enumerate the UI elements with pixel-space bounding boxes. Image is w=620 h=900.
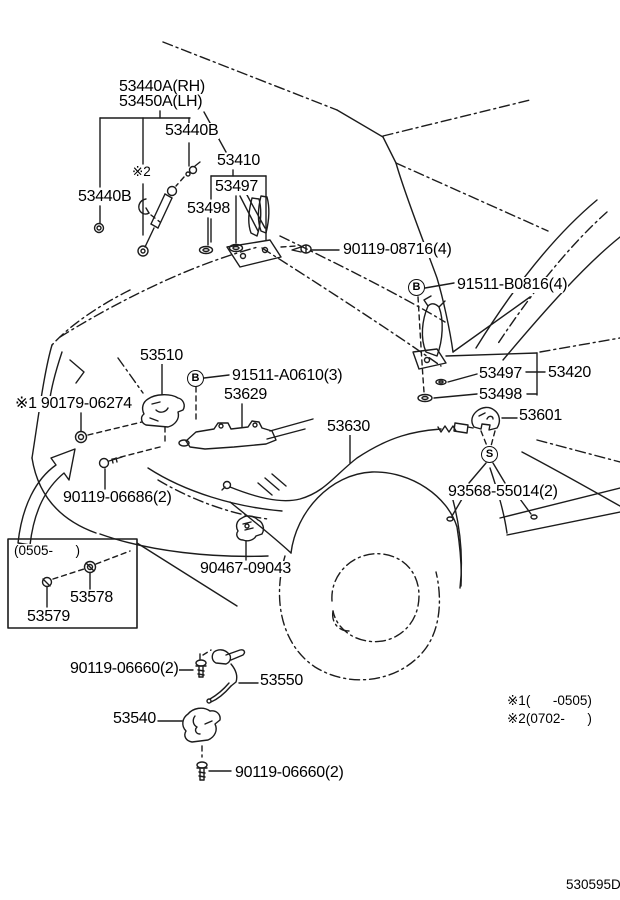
part-label-53440b-center: 53440B <box>164 122 220 139</box>
part-label-90179-06274: ※1 90179-06274 <box>14 395 133 412</box>
front-hinge-group <box>200 170 340 267</box>
part-label-53450a-lh: 53450A(LH) <box>118 93 204 110</box>
hood-lock-group <box>158 650 258 780</box>
windshield-outline <box>163 42 620 360</box>
part-label-53440b-left: 53440B <box>77 188 133 205</box>
part-label-91511-a0610: 91511-A0610(3) <box>231 367 344 384</box>
drawing-code: 530595D <box>565 877 620 892</box>
part-label-90119-06660-top: 90119-06660(2) <box>69 660 180 677</box>
part-label-90119-06686: 90119-06686(2) <box>62 489 173 506</box>
part-label-90119-06660-bottom: 90119-06660(2) <box>234 764 345 781</box>
part-label-53629: 53629 <box>223 386 268 403</box>
part-label-53579: 53579 <box>26 608 71 625</box>
part-label-53497-rear: 53497 <box>478 365 523 382</box>
inset-box <box>8 539 237 628</box>
callout-b-latch: B <box>187 370 204 387</box>
applicability-note-2: ※2(0702- ) <box>506 711 593 726</box>
part-label-90467-09043: 90467-09043 <box>199 560 293 577</box>
rear-hinge-group <box>413 283 545 402</box>
latch-support-group <box>18 358 276 545</box>
part-label-53601: 53601 <box>518 407 563 424</box>
part-label-53410: 53410 <box>216 152 261 169</box>
wheel-outline <box>279 554 439 680</box>
part-label-53540: 53540 <box>112 710 157 727</box>
part-label-53510: 53510 <box>139 347 184 364</box>
part-label-91511-b0816: 91511-B0816(4) <box>456 276 569 293</box>
release-cable-group <box>222 423 473 560</box>
applicability-note-1: ※1( -0505) <box>506 693 593 708</box>
front-fascia-outline <box>32 290 268 556</box>
callout-b-rear-hinge: B <box>408 279 425 296</box>
hood-stay-assembly <box>95 111 227 256</box>
part-label-53498-front: 53498 <box>186 200 231 217</box>
part-label-53420: 53420 <box>547 364 592 381</box>
inset-range-label: (0505- ) <box>13 543 82 558</box>
mark-2-label: ※2 <box>131 164 152 179</box>
part-label-53578: 53578 <box>69 589 114 606</box>
part-label-53440a-rh: 53440A(RH) <box>118 78 206 95</box>
part-label-93568-55014: 93568-55014(2) <box>447 483 559 500</box>
part-label-53630: 53630 <box>326 418 371 435</box>
part-label-53497-front: 53497 <box>214 178 259 195</box>
part-label-53550: 53550 <box>259 672 304 689</box>
callout-s-clamp: S <box>481 446 498 463</box>
hood-fender-outline <box>148 468 461 588</box>
part-label-53498-rear: 53498 <box>478 386 523 403</box>
part-label-90119-08716: 90119-08716(4) <box>342 241 453 258</box>
cable-clip-group <box>447 407 537 521</box>
body-side-outline <box>490 338 620 535</box>
